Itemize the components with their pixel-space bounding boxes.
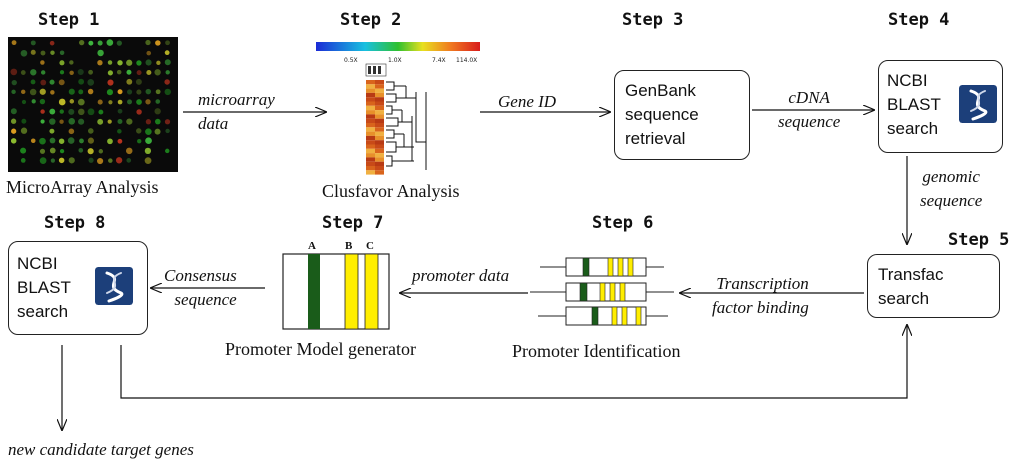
promoter-model-image: A B C: [282, 240, 390, 330]
ncbi-blast-box-step8: NCBI BLAST search: [8, 241, 148, 335]
step-4-label: Step 4: [888, 10, 950, 30]
model-label-a: A: [308, 240, 316, 252]
edge-label-gene-id: Gene ID: [498, 92, 557, 111]
clusfavor-analysis-label: Clusfavor Analysis: [322, 181, 460, 201]
step-8-label: Step 8: [44, 213, 106, 233]
blast8-line-2: BLAST: [17, 278, 71, 297]
final-output-label: new candidate target genes: [8, 440, 194, 459]
microarray-analysis-label: MicroArray Analysis: [6, 177, 159, 197]
step-5-label: Step 5: [948, 230, 1010, 250]
blast8-line-3: search: [17, 302, 69, 321]
model-label-b: B: [345, 240, 353, 252]
blast4-line-1: NCBI: [887, 71, 928, 90]
arrow-step8-step5: [120, 325, 907, 399]
step-1-label: Step 1: [38, 10, 100, 30]
step-2-label: Step 2: [340, 10, 402, 30]
scale-tick-1: 0.5X: [344, 57, 358, 64]
ncbi-helix-icon: [959, 85, 997, 123]
step-7-label: Step 7: [322, 213, 384, 233]
scale-tick-2: 1.0X: [388, 57, 402, 64]
ncbi-blast-box-step4: NCBI BLAST search: [878, 60, 1003, 153]
transfac-line-1: Transfac: [878, 265, 944, 284]
edge-label-promoter-data: promoter data: [412, 266, 510, 285]
blast4-line-2: BLAST: [887, 95, 941, 114]
promoter-identification-label: Promoter Identification: [512, 341, 681, 361]
scale-tick-4: 114.0X: [456, 57, 477, 64]
scale-tick-3: 7.4X: [432, 57, 446, 64]
blast4-line-3: search: [887, 119, 939, 138]
genbank-line-2: sequence: [625, 105, 699, 124]
model-band-a: [308, 254, 320, 329]
genbank-retrieval-box: GenBank sequence retrieval: [614, 70, 750, 160]
ncbi-helix-icon: [95, 267, 133, 305]
model-band-b: [344, 253, 359, 330]
transfac-search-box: Transfac search: [867, 254, 1000, 318]
microarray-image: [8, 37, 178, 172]
model-label-c: C: [366, 240, 374, 252]
clusfavor-heatmap-image: 0.5X 1.0X 7.4X 114.0X: [316, 42, 480, 175]
step-3-label: Step 3: [622, 10, 684, 30]
step-6-label: Step 6: [592, 213, 654, 233]
genbank-line-3: retrieval: [625, 129, 686, 148]
promoter-model-label: Promoter Model generator: [225, 339, 416, 359]
blast8-line-1: NCBI: [17, 254, 58, 273]
transfac-line-2: search: [878, 289, 930, 308]
model-band-c: [364, 253, 379, 330]
genbank-line-1: GenBank: [625, 81, 696, 100]
promoter-identification-image: [530, 257, 674, 326]
